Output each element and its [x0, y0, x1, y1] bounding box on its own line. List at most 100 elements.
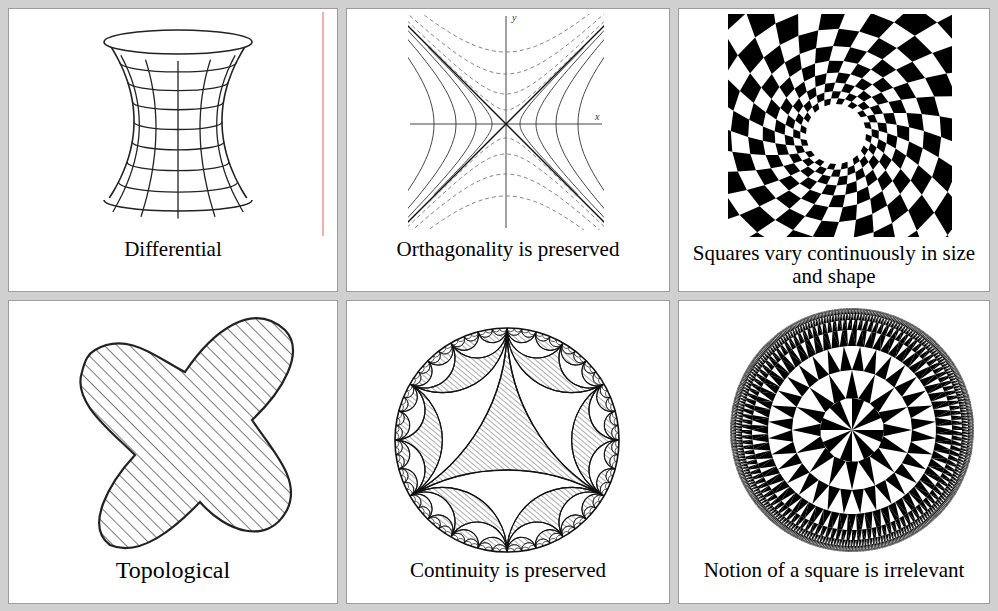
tile — [962, 465, 966, 467]
checker-square — [827, 163, 836, 169]
tile — [737, 442, 743, 444]
tile — [739, 390, 743, 392]
ideal-triangle — [507, 487, 604, 552]
tile — [844, 546, 846, 550]
tile — [852, 320, 857, 330]
tile — [751, 468, 761, 474]
tile — [844, 310, 845, 314]
tile — [742, 425, 752, 430]
tile — [837, 311, 838, 315]
tile — [854, 546, 856, 550]
checker-square — [932, 157, 952, 192]
tile — [742, 435, 752, 438]
checker-square — [870, 105, 883, 115]
tile — [858, 457, 875, 486]
tile — [961, 445, 967, 448]
checker-square — [867, 38, 897, 59]
ideal-triangle — [410, 328, 604, 496]
tile — [872, 512, 881, 528]
tile — [841, 311, 842, 315]
tile — [883, 424, 912, 436]
tile — [877, 543, 879, 547]
tile — [739, 453, 745, 456]
tile — [732, 436, 736, 437]
checker-square — [795, 146, 805, 154]
checker-square — [795, 113, 804, 125]
tile — [961, 418, 967, 421]
tile — [864, 513, 871, 529]
tile — [832, 512, 840, 529]
checker-square — [865, 170, 877, 187]
tile — [838, 311, 839, 315]
tile — [968, 439, 972, 441]
checker-square — [855, 168, 865, 181]
tile — [851, 540, 854, 546]
tile — [825, 313, 827, 317]
tile — [829, 375, 846, 404]
tile — [851, 540, 852, 546]
tile — [959, 453, 965, 456]
tile — [859, 540, 861, 546]
tile — [739, 405, 745, 408]
tile — [733, 413, 737, 415]
tile — [749, 464, 759, 470]
grid-meridian — [177, 61, 178, 219]
tile — [828, 485, 841, 510]
tile — [967, 446, 971, 447]
tile — [812, 326, 818, 335]
tile — [838, 545, 839, 549]
tile — [962, 436, 968, 437]
tile — [888, 534, 891, 540]
tile — [885, 535, 888, 541]
tile — [746, 454, 756, 459]
checker-square — [896, 62, 925, 83]
tile — [735, 404, 739, 406]
tile — [732, 423, 736, 424]
tile — [933, 512, 936, 515]
checker-square — [817, 93, 825, 103]
tile — [877, 537, 880, 543]
tile — [732, 432, 736, 434]
hyperbola-curve — [408, 14, 604, 74]
tile — [966, 449, 970, 451]
tile — [890, 520, 896, 530]
tile — [880, 509, 890, 524]
tile — [828, 322, 833, 332]
tile — [833, 321, 837, 331]
tile — [733, 443, 737, 444]
tile — [933, 513, 936, 516]
ideal-triangle — [507, 522, 563, 552]
ideal-triangle — [507, 328, 604, 393]
tile — [742, 435, 752, 440]
checker-square — [940, 116, 952, 145]
checker-square — [775, 143, 789, 155]
checker-square — [798, 30, 818, 54]
tile — [952, 488, 956, 490]
tile — [867, 315, 870, 321]
tile — [744, 445, 754, 450]
tile — [966, 450, 970, 451]
tile — [956, 482, 960, 484]
checker-square — [911, 165, 932, 195]
checker-square — [934, 192, 952, 235]
checker-square — [766, 99, 781, 119]
hyperbola-curve — [556, 14, 604, 230]
tile — [742, 463, 748, 466]
tile — [734, 409, 738, 410]
disk-boundary — [395, 328, 619, 552]
tile — [872, 538, 875, 544]
tile — [837, 545, 839, 549]
hyperbola-curve — [408, 14, 604, 52]
tile — [743, 466, 749, 469]
hyperbola-curve — [408, 14, 456, 230]
tile — [852, 407, 882, 430]
tile — [745, 454, 755, 459]
checker-square — [897, 36, 933, 62]
tile — [732, 437, 736, 438]
tile — [957, 480, 961, 482]
tile — [872, 316, 875, 322]
tile — [964, 460, 968, 462]
tile — [825, 543, 827, 547]
tile — [872, 528, 877, 538]
